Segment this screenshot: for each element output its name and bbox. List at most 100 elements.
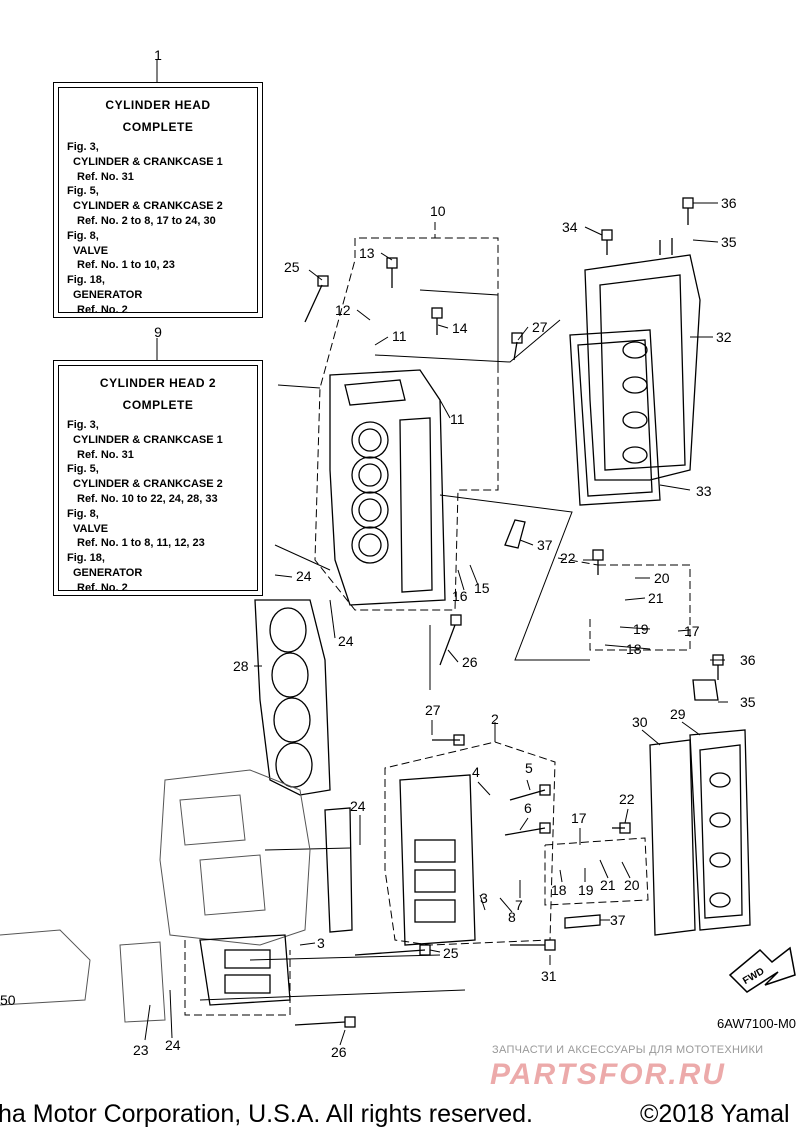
callout-50: 50 <box>0 992 16 1008</box>
box1-line: CYLINDER & CRANKCASE 1 <box>73 155 223 168</box>
group-outline-bottom <box>184 940 291 1016</box>
callout-35: 35 <box>740 694 756 710</box>
watermark-tagline: ЗАПЧАСТИ И АКСЕССУАРЫ ДЛЯ МОТОТЕХНИКИ <box>492 1044 764 1056</box>
box1-line: Fig. 3, <box>67 141 99 153</box>
callout-7: 7 <box>515 897 523 913</box>
callout-17: 17 <box>684 623 700 639</box>
callout-3: 3 <box>480 890 488 906</box>
box1-line: Ref. No. 31 <box>77 170 134 183</box>
callout-30: 30 <box>632 714 648 730</box>
box1-line: Fig. 8, <box>67 229 99 242</box>
callout-24: 24 <box>350 798 366 814</box>
callout-36: 36 <box>740 652 756 668</box>
callout-37: 37 <box>610 912 626 928</box>
box1-line: Fig. 18, <box>67 274 105 287</box>
box1-line: Fig. 5, <box>67 185 99 198</box>
drawing-code: 6AW7100-M0 <box>717 1016 796 1031</box>
guide-line <box>264 847 351 851</box>
callout-labels: 10 13 25 12 11 14 27 11 34 36 35 32 33 3… <box>0 47 766 1060</box>
box9-line: Fig. 5, <box>67 463 99 476</box>
callout-36: 36 <box>721 195 737 211</box>
callout-12: 12 <box>335 302 351 318</box>
callout-31: 31 <box>541 968 557 984</box>
box9-title-line1: CYLINDER HEAD 2 <box>99 376 217 390</box>
callout-23: 23 <box>133 1042 149 1058</box>
box1-line: Ref. No. 2 to 8, 17 to 24, 30 <box>77 214 216 227</box>
callout-18: 18 <box>551 882 567 898</box>
box1-line: CYLINDER & CRANKCASE 2 <box>73 200 223 213</box>
callout-14: 14 <box>452 320 468 336</box>
box9-line: Ref. No. 2 <box>77 581 128 594</box>
group-outline-10 <box>314 222 499 611</box>
callout-16: 16 <box>452 588 468 604</box>
callout-8: 8 <box>508 909 516 925</box>
head-gasket <box>254 599 331 796</box>
callout-1: 1 <box>154 47 162 63</box>
callout-6: 6 <box>524 800 532 816</box>
box9-line: Fig. 3, <box>67 419 99 431</box>
callout-27: 27 <box>532 319 548 335</box>
callout-18: 18 <box>626 641 642 657</box>
callout-25: 25 <box>443 945 459 961</box>
box9-line: Fig. 8, <box>67 507 99 520</box>
watermark-logo: PARTSFOR.RU <box>490 1058 726 1091</box>
callout-10: 10 <box>430 203 446 219</box>
callout-4: 4 <box>472 764 480 780</box>
cylinder-head-lower <box>199 774 476 1006</box>
callout-24: 24 <box>338 633 354 649</box>
callout-22: 22 <box>619 791 635 807</box>
box1-line: Ref. No. 2 <box>77 303 128 316</box>
callout-20: 20 <box>624 877 640 893</box>
valve-cover-lower <box>649 679 751 936</box>
box9-line: Ref. No. 1 to 8, 11, 12, 23 <box>77 537 205 550</box>
callout-5: 5 <box>525 760 533 776</box>
callout-26: 26 <box>331 1044 347 1060</box>
guide-line <box>419 289 499 365</box>
box9-title-line2: COMPLETE <box>122 398 194 412</box>
guide-line <box>374 319 561 363</box>
callout-28: 28 <box>233 658 249 674</box>
box1-line: Ref. No. 1 to 10, 23 <box>77 259 175 272</box>
callout-13: 13 <box>359 245 375 261</box>
box1-title-line2: COMPLETE <box>122 120 194 134</box>
guide-line <box>199 989 466 1001</box>
callout-11: 11 <box>392 328 407 344</box>
bolts <box>294 197 724 1028</box>
box9-line: Fig. 18, <box>67 552 105 565</box>
callout-19: 19 <box>633 621 649 637</box>
fwd-label: FWD <box>741 966 766 987</box>
box1-line: GENERATOR <box>73 288 143 301</box>
cylinder-head-upper <box>329 369 446 606</box>
guide-line <box>277 384 321 389</box>
box9-line: Ref. No. 31 <box>77 448 134 461</box>
callout-35: 35 <box>721 234 737 250</box>
callout-22: 22 <box>560 550 576 566</box>
guide-line <box>274 544 331 571</box>
callout-19: 19 <box>578 882 594 898</box>
callout-26: 26 <box>462 654 478 670</box>
box9-line: VALVE <box>73 522 109 535</box>
callout-37: 37 <box>537 537 553 553</box>
callout-21: 21 <box>648 590 664 606</box>
callout-33: 33 <box>696 483 712 499</box>
spark-plugs <box>504 519 601 929</box>
callout-21: 21 <box>600 877 616 893</box>
fwd-arrow-icon <box>728 946 796 993</box>
callout-24: 24 <box>296 568 312 584</box>
box1-title-line1: CYLINDER HEAD <box>105 98 211 112</box>
group-outline-17 <box>557 557 691 651</box>
cylinder-head-complete-box: CYLINDER HEAD COMPLETE Fig. 3, CYLINDER … <box>53 82 263 318</box>
guide-line <box>439 494 590 661</box>
callout-24: 24 <box>165 1037 181 1053</box>
callout-27: 27 <box>425 702 441 718</box>
callout-15: 15 <box>474 580 490 596</box>
copyright-text: ha Motor Corporation, U.S.A. All rights … <box>0 1100 533 1128</box>
callout-34: 34 <box>562 219 578 235</box>
callout-17: 17 <box>571 810 587 826</box>
callout-32: 32 <box>716 329 732 345</box>
callout-3: 3 <box>317 935 325 951</box>
callout-9: 9 <box>154 324 162 340</box>
box9-line: CYLINDER & CRANKCASE 2 <box>73 478 223 491</box>
